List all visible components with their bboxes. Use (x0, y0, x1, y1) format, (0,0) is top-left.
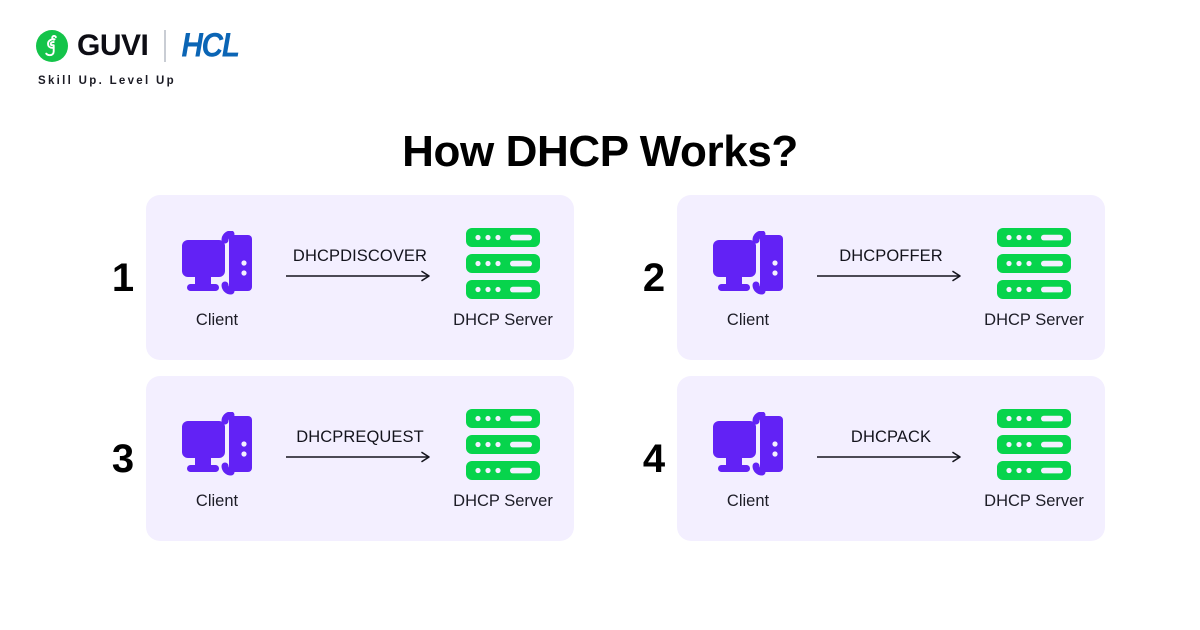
server-label: DHCP Server (984, 310, 1084, 329)
client-label: Client (195, 310, 239, 329)
message-flow: DHCPOFFER (807, 247, 975, 282)
brand-bar: GUVI HCL Skill Up. Level Up (36, 26, 240, 87)
step-1: 1 Client (100, 195, 574, 360)
step-number: 1 (111, 255, 135, 300)
page-title: How DHCP Works? (402, 127, 798, 177)
server-rack-icon (997, 226, 1071, 302)
step-card: Client DHCPACK (677, 376, 1105, 541)
step-number: 3 (111, 436, 135, 481)
server-node: DHCP Server (975, 226, 1093, 330)
message-label: DHCPACK (850, 428, 932, 446)
server-rack-icon (997, 407, 1071, 483)
client-node: Client (158, 407, 276, 511)
desktop-computer-icon (181, 407, 253, 483)
brand-tagline: Skill Up. Level Up (38, 75, 176, 87)
step-card: Client DHCPDISCOVER (146, 195, 574, 360)
brand-lockup: GUVI HCL (36, 26, 240, 66)
client-node: Client (158, 226, 276, 330)
step-number: 2 (642, 255, 666, 300)
step-number: 4 (642, 436, 666, 481)
server-node: DHCP Server (444, 407, 562, 511)
message-flow: DHCPDISCOVER (276, 247, 444, 282)
step-card: Client DHCPOFFER (677, 195, 1105, 360)
dhcp-steps-grid: 1 Client (100, 195, 1105, 541)
client-node: Client (689, 226, 807, 330)
guvi-wordmark: GUVI (77, 29, 149, 62)
guvi-g-mark-icon (36, 30, 68, 62)
server-label: DHCP Server (453, 491, 553, 510)
arrow-right-icon (817, 451, 961, 463)
server-node: DHCP Server (975, 407, 1093, 511)
message-flow: DHCPACK (807, 428, 975, 463)
desktop-computer-icon (181, 226, 253, 302)
arrow-right-icon (286, 270, 430, 282)
client-node: Client (689, 407, 807, 511)
server-node: DHCP Server (444, 226, 562, 330)
message-label: DHCPOFFER (839, 247, 943, 265)
message-label: DHCPDISCOVER (292, 247, 428, 265)
server-rack-icon (466, 226, 540, 302)
brand-divider (164, 30, 167, 62)
hcl-wordmark: HCL (181, 26, 240, 65)
step-3: 3 Client DHCP (100, 376, 574, 541)
client-label: Client (195, 491, 239, 510)
server-label: DHCP Server (453, 310, 553, 329)
desktop-computer-icon (712, 226, 784, 302)
step-4: 4 Client DHCP (631, 376, 1105, 541)
server-rack-icon (466, 407, 540, 483)
client-label: Client (726, 491, 770, 510)
message-flow: DHCPREQUEST (276, 428, 444, 463)
desktop-computer-icon (712, 407, 784, 483)
server-label: DHCP Server (984, 491, 1084, 510)
arrow-right-icon (817, 270, 961, 282)
client-label: Client (726, 310, 770, 329)
message-label: DHCPREQUEST (296, 428, 424, 446)
step-card: Client DHCPREQUEST (146, 376, 574, 541)
step-2: 2 Client DHCP (631, 195, 1105, 360)
arrow-right-icon (286, 451, 430, 463)
